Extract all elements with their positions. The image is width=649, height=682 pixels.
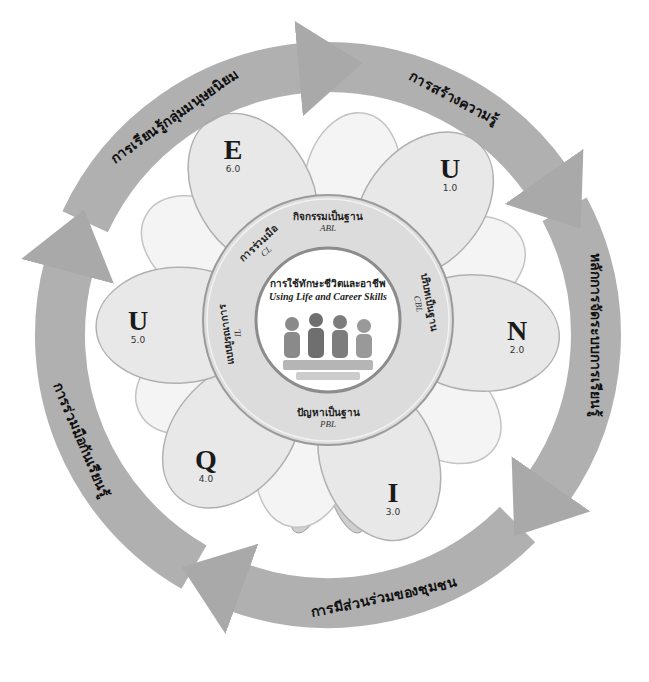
center-subtitle: Using Life and Career Skills xyxy=(268,290,388,303)
child-body xyxy=(356,334,372,358)
child-head xyxy=(309,313,323,327)
center-circle: การใช้ทักษะชีวิตและอาชีพUsing Life and C… xyxy=(266,276,390,305)
step-number: 5.0 xyxy=(127,335,149,346)
child-head xyxy=(333,315,347,329)
band-label: หลักการจัดระบบการเรียนรู้ xyxy=(587,252,605,418)
method-band-edge xyxy=(207,199,449,441)
step-letter: N xyxy=(506,317,528,345)
petal-step: N2.0 xyxy=(502,315,532,358)
method-segment: กิจกรรมเป็นฐานABL xyxy=(288,209,368,235)
method-segment: ปัญหาเป็นฐานPBL xyxy=(292,405,365,431)
step-number: 6.0 xyxy=(223,164,244,175)
child-body xyxy=(332,330,348,358)
method-label: กิจกรรมเป็นฐาน xyxy=(292,210,364,223)
step-letter: Q xyxy=(194,446,218,474)
petal-step: Q4.0 xyxy=(190,444,222,487)
step-number: 2.0 xyxy=(506,345,528,356)
step-number: 3.0 xyxy=(385,507,401,518)
bench xyxy=(296,372,360,380)
arrow-band: หลักการจัดระบบการเรียนรู้ xyxy=(585,246,607,424)
center-circle xyxy=(256,248,400,392)
step-letter: U xyxy=(439,155,461,183)
step-letter: E xyxy=(223,136,244,164)
child-head xyxy=(357,319,371,333)
table xyxy=(283,360,373,370)
step-number: 4.0 xyxy=(194,474,218,485)
method-abbreviation: PBL xyxy=(296,419,361,430)
petal-step: U5.0 xyxy=(123,305,153,348)
cycle-arrow xyxy=(328,67,548,181)
method-abbreviation: ABL xyxy=(292,223,364,234)
child-body xyxy=(308,328,324,358)
step-letter: I xyxy=(385,479,401,507)
petal-step: I3.0 xyxy=(381,477,405,520)
child-head xyxy=(285,317,299,331)
method-band xyxy=(203,195,453,445)
petal-step: E6.0 xyxy=(219,134,248,177)
child-body xyxy=(284,332,300,358)
center-title: การใช้ทักษะชีวิตและอาชีพ xyxy=(268,277,388,291)
method-label: ปัญหาเป็นฐาน xyxy=(296,406,361,419)
step-letter: U xyxy=(127,307,149,335)
petal-step: U1.0 xyxy=(435,153,465,196)
step-number: 1.0 xyxy=(439,183,461,194)
